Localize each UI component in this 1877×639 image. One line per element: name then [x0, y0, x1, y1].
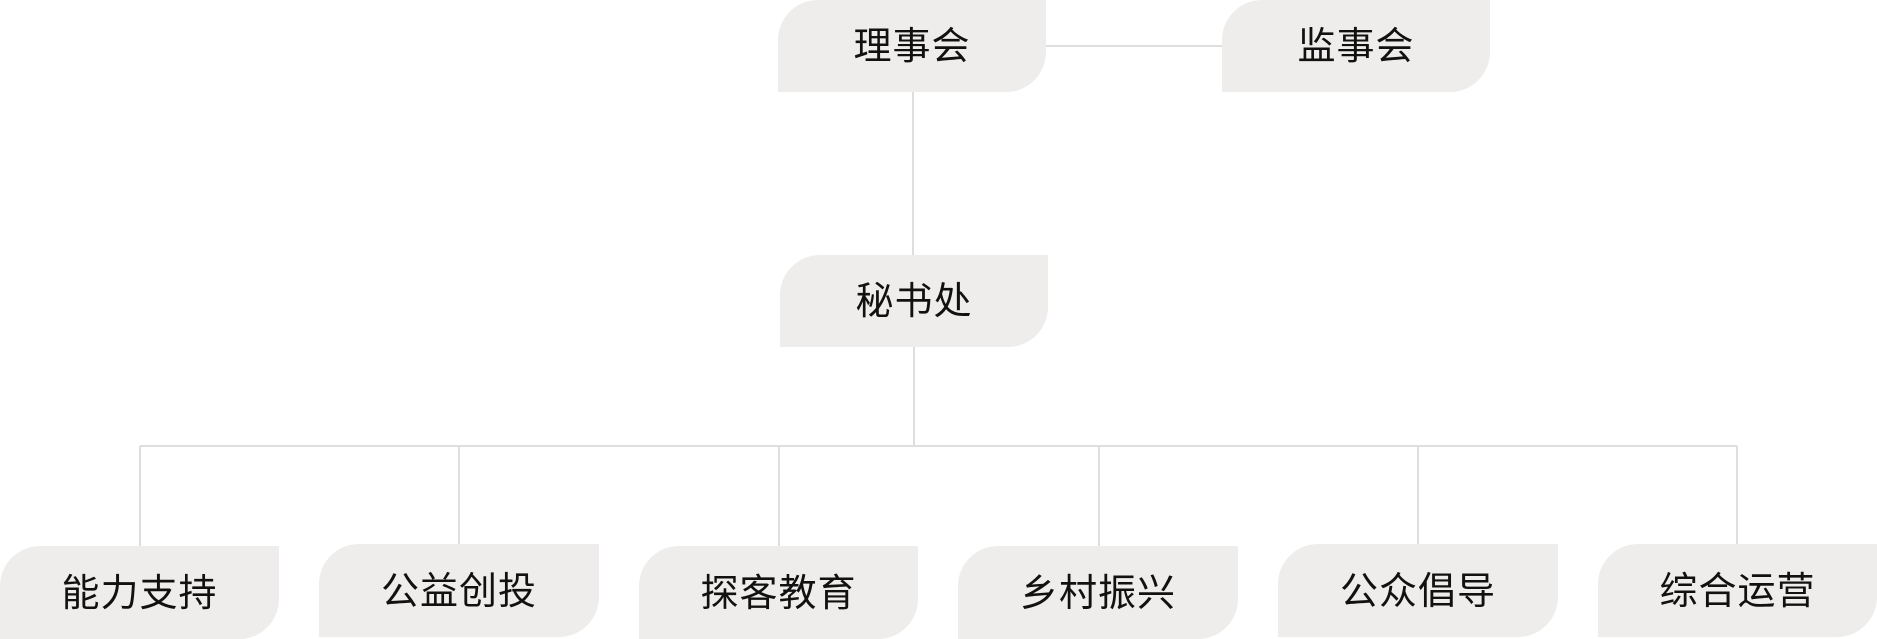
- node-rural-revitalization: 乡村振兴: [958, 546, 1238, 639]
- node-public-venture: 公益创投: [319, 544, 599, 637]
- node-secretariat: 秘书处: [780, 255, 1048, 347]
- node-capacity-support-label: 能力支持: [61, 570, 218, 615]
- node-maker-education-label: 探客教育: [700, 570, 857, 615]
- node-general-operations-label: 综合运营: [1659, 568, 1816, 613]
- node-secretariat-label: 秘书处: [855, 279, 973, 323]
- node-general-operations: 综合运营: [1598, 544, 1877, 637]
- node-maker-education: 探客教育: [639, 546, 918, 639]
- node-board-of-supervisors: 监事会: [1222, 0, 1490, 92]
- node-public-advocacy: 公众倡导: [1278, 544, 1558, 637]
- node-board-of-supervisors-label: 监事会: [1297, 24, 1415, 68]
- node-public-advocacy-label: 公众倡导: [1339, 568, 1496, 613]
- node-rural-revitalization-label: 乡村振兴: [1019, 570, 1176, 615]
- node-board-of-directors: 理事会: [778, 0, 1046, 92]
- node-board-of-directors-label: 理事会: [853, 24, 971, 68]
- node-capacity-support: 能力支持: [0, 546, 279, 639]
- node-public-venture-label: 公益创投: [380, 568, 537, 613]
